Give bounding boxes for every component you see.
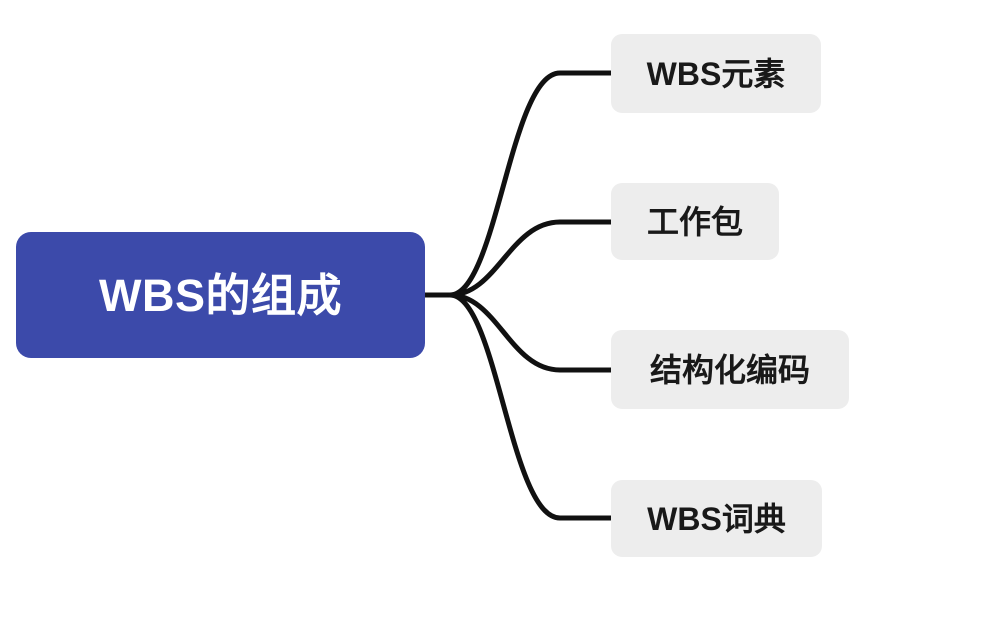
connector-to-child-2 — [447, 292, 614, 373]
connector-to-child-1 — [447, 219, 614, 298]
connector-to-child-3 — [447, 292, 614, 521]
connector-to-child-0 — [447, 70, 614, 298]
child-node-label: WBS词典 — [647, 500, 786, 537]
root-node-label: WBS的组成 — [99, 269, 342, 321]
child-node-label: 结构化编码 — [649, 351, 810, 388]
root-node[interactable]: WBS的组成 — [16, 232, 425, 358]
child-node-structured-coding[interactable]: 结构化编码 — [611, 330, 849, 409]
child-node-wbs-element[interactable]: WBS元素 — [611, 34, 821, 113]
child-node-label: 工作包 — [646, 203, 743, 240]
child-node-work-package[interactable]: 工作包 — [611, 183, 779, 260]
child-node-wbs-dictionary[interactable]: WBS词典 — [611, 480, 822, 557]
child-node-label: WBS元素 — [646, 55, 786, 92]
